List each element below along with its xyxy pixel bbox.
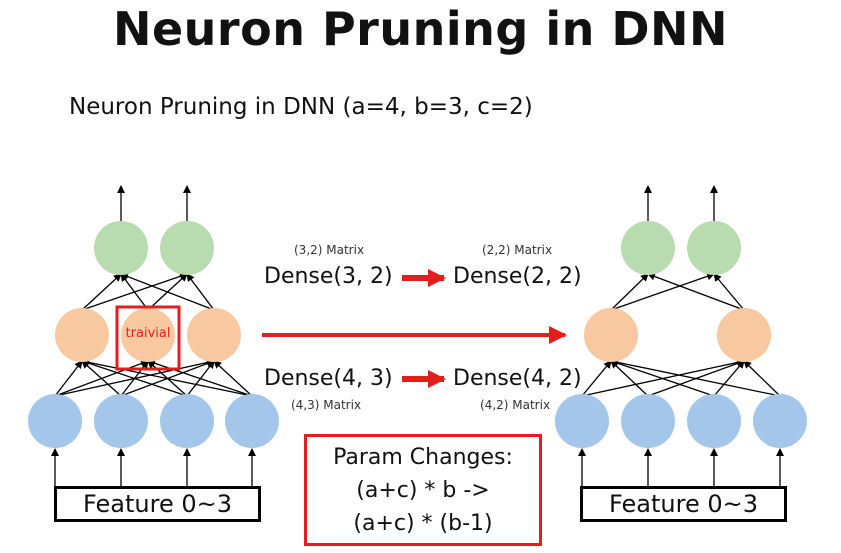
bottom-after-matrix-label: (4,2) Matrix bbox=[480, 398, 551, 412]
right-input-hidden-edge bbox=[610, 359, 715, 397]
right-input-hidden-edge bbox=[713, 360, 745, 397]
right-input-neuron bbox=[555, 394, 609, 448]
right-hidden-neuron bbox=[584, 308, 638, 362]
right-output-neuron bbox=[621, 221, 675, 275]
right-input-neuron bbox=[753, 394, 807, 448]
left-output-neuron bbox=[160, 221, 214, 275]
right-input-hidden-edge bbox=[743, 360, 781, 397]
left-feature-box: Feature 0~3 bbox=[54, 486, 261, 522]
left-input-hidden-edge bbox=[54, 360, 83, 397]
page-subtitle: Neuron Pruning in DNN (a=4, b=3, c=2) bbox=[69, 94, 533, 120]
trivial-highlight-box bbox=[115, 305, 181, 371]
neuron-nodes bbox=[28, 221, 807, 448]
left-input-neuron bbox=[94, 394, 148, 448]
connection-edges bbox=[51, 185, 784, 486]
right-hidden-output-edge bbox=[610, 272, 715, 311]
top-before-dense-label: Dense(3, 2) bbox=[264, 264, 393, 289]
left-hidden-output-edge bbox=[120, 272, 215, 311]
right-input-neuron bbox=[621, 394, 675, 448]
page-title: Neuron Pruning in DNN bbox=[112, 2, 729, 56]
right-feature-box: Feature 0~3 bbox=[580, 486, 787, 522]
left-hidden-output-edge bbox=[81, 273, 122, 311]
top-before-matrix-label: (3,2) Matrix bbox=[294, 243, 365, 257]
bottom-before-dense-label: Dense(4, 3) bbox=[264, 366, 393, 391]
left-hidden-output-edge bbox=[186, 273, 215, 311]
right-hidden-output-edge bbox=[713, 273, 745, 311]
right-hidden-output-edge bbox=[610, 273, 649, 311]
top-after-dense-label: Dense(2, 2) bbox=[453, 264, 582, 289]
left-input-neuron bbox=[225, 394, 279, 448]
param-changes-line1: (a+c) * b -> bbox=[356, 478, 490, 503]
left-input-hidden-edge bbox=[213, 360, 253, 397]
left-input-neuron bbox=[160, 394, 214, 448]
top-after-matrix-label: (2,2) Matrix bbox=[482, 243, 553, 257]
left-input-hidden-edge bbox=[147, 359, 253, 397]
left-input-hidden-edge bbox=[81, 359, 188, 397]
param-changes-title: Param Changes: bbox=[333, 445, 513, 470]
left-input-hidden-edge bbox=[81, 360, 122, 397]
right-hidden-neuron bbox=[717, 308, 771, 362]
right-output-neuron bbox=[687, 221, 741, 275]
right-input-neuron bbox=[687, 394, 741, 448]
left-input-hidden-edge bbox=[81, 358, 253, 397]
bottom-before-matrix-label: (4,3) Matrix bbox=[291, 398, 362, 412]
right-input-hidden-edge bbox=[610, 358, 781, 397]
bottom-after-dense-label: Dense(4, 2) bbox=[453, 366, 582, 391]
param-changes-line2: (a+c) * (b-1) bbox=[353, 511, 493, 536]
left-output-neuron bbox=[94, 221, 148, 275]
left-input-neuron bbox=[28, 394, 82, 448]
left-hidden-neuron bbox=[187, 308, 241, 362]
trivial-label: traivial bbox=[125, 326, 171, 341]
right-input-hidden-edge bbox=[581, 360, 612, 397]
right-hidden-output-edge bbox=[647, 272, 745, 311]
left-hidden-neuron bbox=[55, 308, 109, 362]
left-hidden-neuron bbox=[121, 308, 175, 362]
param-changes-box: Param Changes: (a+c) * b -> (a+c) * (b-1… bbox=[304, 434, 542, 546]
right-input-hidden-edge bbox=[610, 360, 649, 397]
